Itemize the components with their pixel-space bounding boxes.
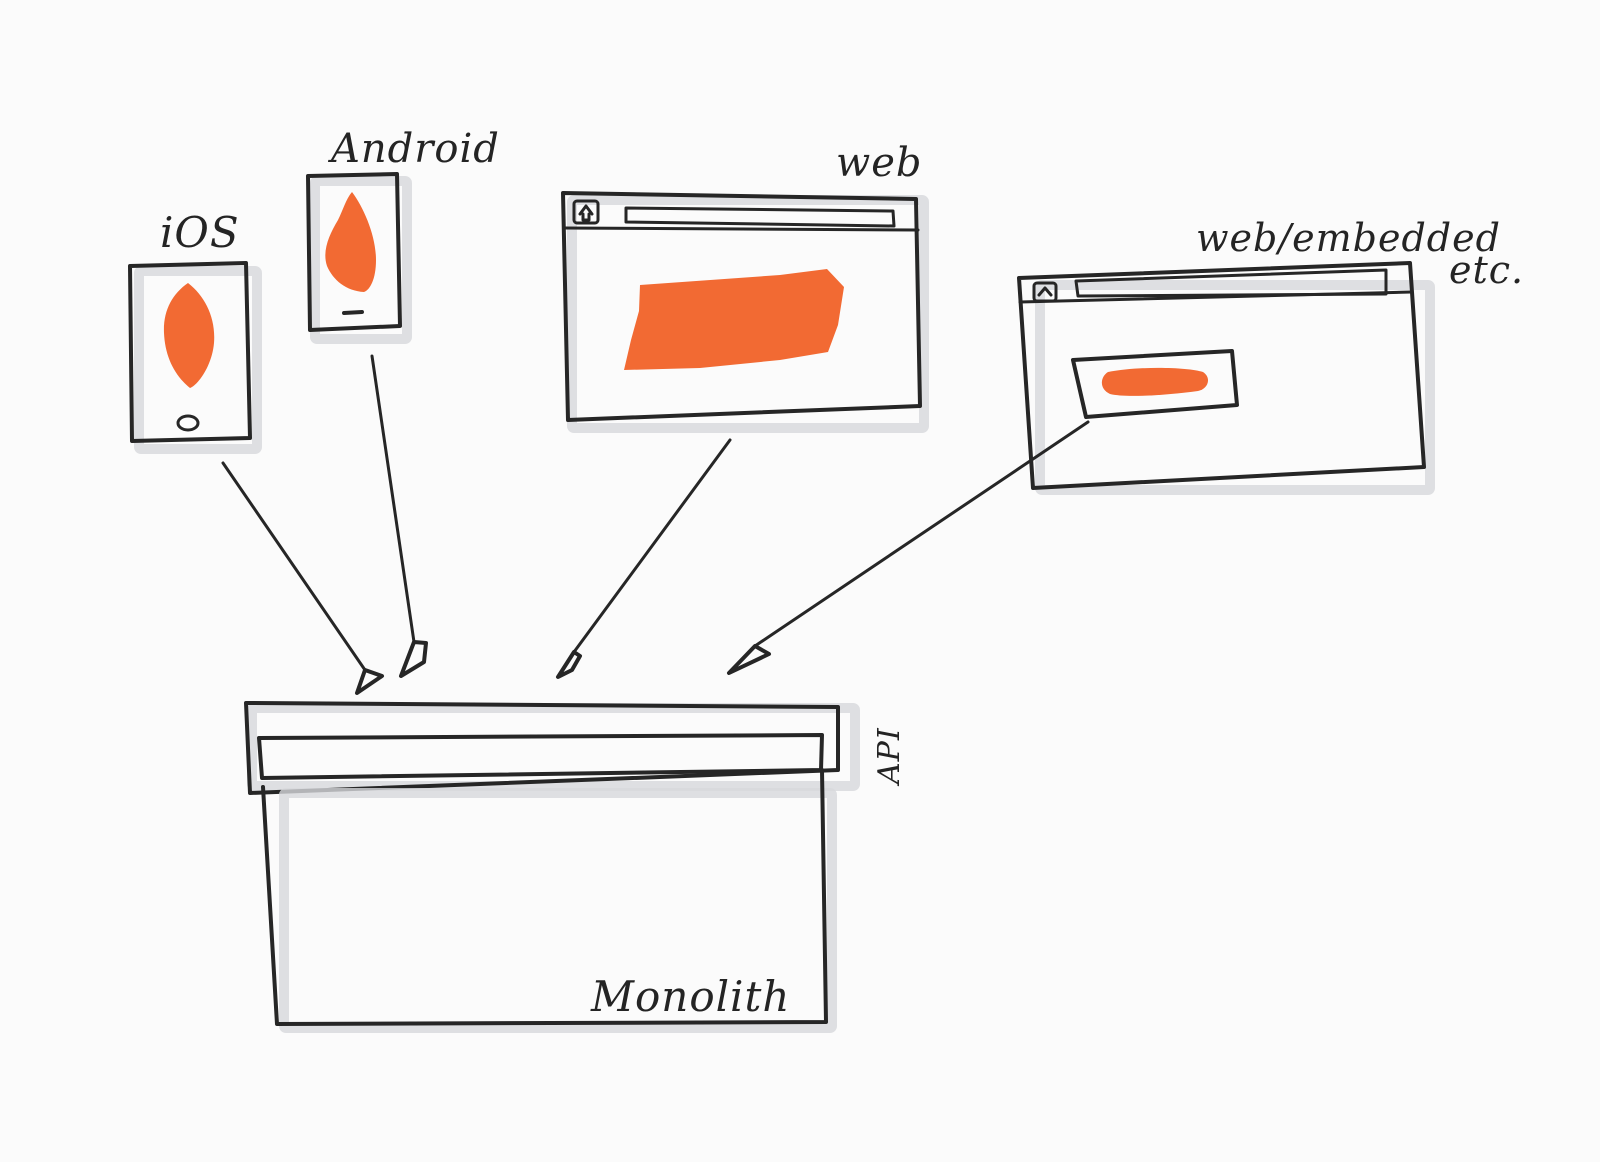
arrowhead	[727, 644, 771, 675]
web-client: web	[561, 140, 929, 433]
android-client: Android	[306, 126, 500, 344]
home-icon-glyph	[1037, 286, 1053, 297]
arrow-android-to-api	[370, 354, 416, 644]
arrow-ios-to-api	[221, 461, 367, 672]
arrowhead	[355, 668, 384, 695]
embedded-address-bar	[1074, 268, 1388, 298]
monolith: Monolith	[261, 768, 837, 1033]
arrowhead	[399, 640, 428, 678]
web-label: web	[836, 140, 923, 186]
embedded-label-etc: etc.	[1449, 248, 1524, 292]
api-layer: API	[244, 701, 907, 795]
web-page-content	[624, 269, 844, 370]
embedded-widget-content	[1101, 367, 1209, 396]
embedded-browser-frame	[1017, 261, 1426, 490]
arrow-web-to-api	[572, 438, 732, 654]
embedded-client: web/embedded etc.	[1017, 216, 1524, 495]
ios-label: iOS	[160, 208, 240, 257]
android-home-button	[342, 310, 364, 315]
arrowhead	[556, 650, 582, 679]
ios-home-button	[176, 414, 200, 432]
web-browser-toolbar-line	[562, 226, 920, 232]
embedded-label: web/embedded	[1196, 216, 1501, 260]
home-icon	[572, 199, 600, 225]
request-arrows	[221, 354, 1090, 695]
arrow-embedded-to-api	[753, 420, 1090, 648]
home-icon	[1032, 281, 1058, 303]
embedded-widget-frame	[1071, 349, 1239, 419]
api-inner-frame	[257, 733, 824, 780]
monolith-label: Monolith	[590, 972, 790, 1021]
android-screen-content	[325, 192, 376, 292]
home-icon-glyph	[578, 204, 594, 222]
web-address-bar	[624, 206, 896, 228]
ios-client: iOS	[128, 208, 262, 454]
android-phone-frame	[306, 172, 402, 332]
ios-phone-frame	[128, 261, 252, 443]
monolith-frame	[261, 768, 828, 1026]
ios-screen-content	[163, 283, 215, 388]
api-label: API	[872, 727, 907, 787]
android-label: Android	[327, 126, 500, 172]
api-outer-frame	[244, 701, 840, 795]
web-browser-frame	[561, 191, 922, 422]
